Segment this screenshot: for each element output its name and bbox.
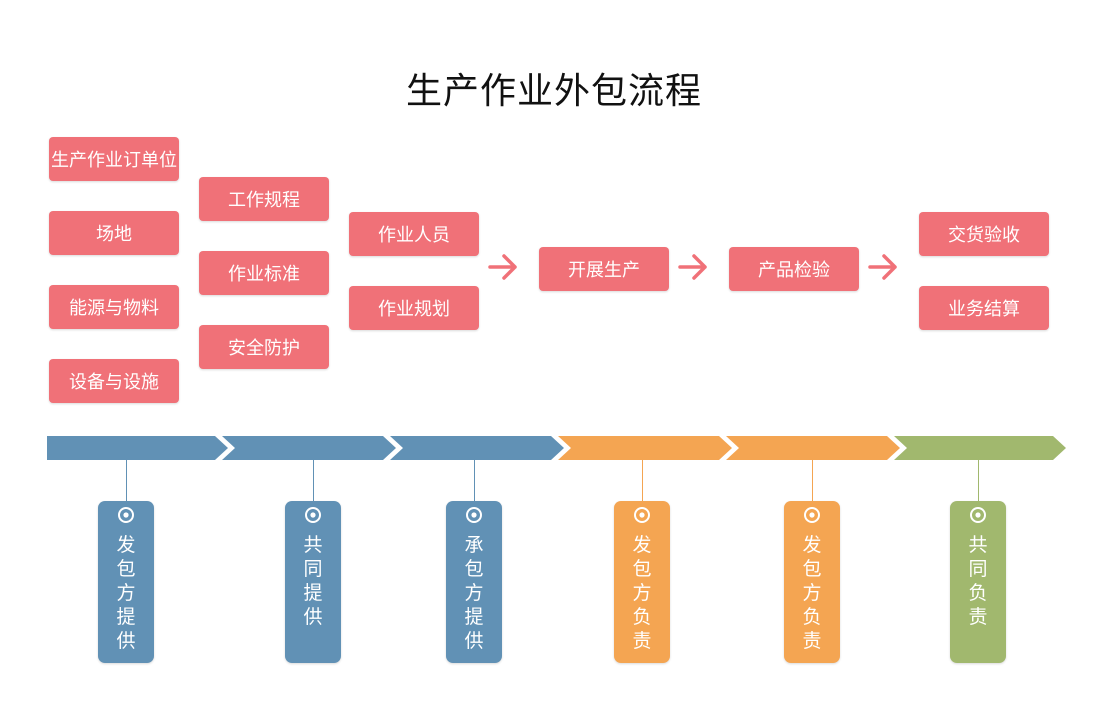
- box-personnel: 作业人员: [349, 212, 479, 256]
- box-safety: 安全防护: [199, 325, 329, 369]
- connector-line: [126, 460, 127, 502]
- target-icon: [804, 507, 820, 523]
- tag-party: 承包方提供: [446, 501, 502, 663]
- connector-line: [313, 460, 314, 502]
- tag-party: 共同负责: [950, 501, 1006, 663]
- tag-text: 发包方负责: [632, 534, 652, 652]
- diagram-title: 生产作业外包流程: [405, 71, 702, 112]
- timeline-segment: [390, 436, 564, 460]
- timeline-segment: [558, 436, 732, 460]
- tag-text: 共同负责: [968, 534, 988, 628]
- tag-party: 共同提供: [285, 501, 341, 663]
- target-icon: [305, 507, 321, 523]
- box-planning: 作业规划: [349, 286, 479, 330]
- target-icon: [466, 507, 482, 523]
- arrow-right-icon: [488, 254, 517, 280]
- tag-party: 发包方负责: [614, 501, 670, 663]
- tag-party: 发包方负责: [784, 501, 840, 663]
- tag-text: 发包方负责: [802, 534, 822, 652]
- box-equipment: 设备与设施: [49, 359, 179, 403]
- box-work-rules: 工作规程: [199, 177, 329, 221]
- box-order-unit: 生产作业订单位: [49, 137, 179, 181]
- box-work-standard: 作业标准: [199, 251, 329, 295]
- tag-text: 承包方提供: [464, 534, 484, 652]
- box-settlement: 业务结算: [919, 286, 1049, 330]
- timeline-segment: [894, 436, 1066, 460]
- target-icon: [634, 507, 650, 523]
- tag-text: 共同提供: [303, 534, 323, 628]
- box-inspection: 产品检验: [729, 247, 859, 291]
- arrow-right-icon: [678, 254, 707, 280]
- tag-party: 发包方提供: [98, 501, 154, 663]
- timeline-segment: [222, 436, 396, 460]
- target-icon: [118, 507, 134, 523]
- arrow-right-icon: [868, 254, 897, 280]
- box-start-production: 开展生产: [539, 247, 669, 291]
- timeline-segment: [47, 436, 228, 460]
- connector-line: [812, 460, 813, 502]
- timeline-segment: [726, 436, 900, 460]
- connector-line: [642, 460, 643, 502]
- tag-text: 发包方提供: [116, 534, 136, 652]
- connector-line: [474, 460, 475, 502]
- box-energy-materials: 能源与物料: [49, 285, 179, 329]
- connector-line: [978, 460, 979, 502]
- box-delivery-acceptance: 交货验收: [919, 212, 1049, 256]
- target-icon: [970, 507, 986, 523]
- box-site: 场地: [49, 211, 179, 255]
